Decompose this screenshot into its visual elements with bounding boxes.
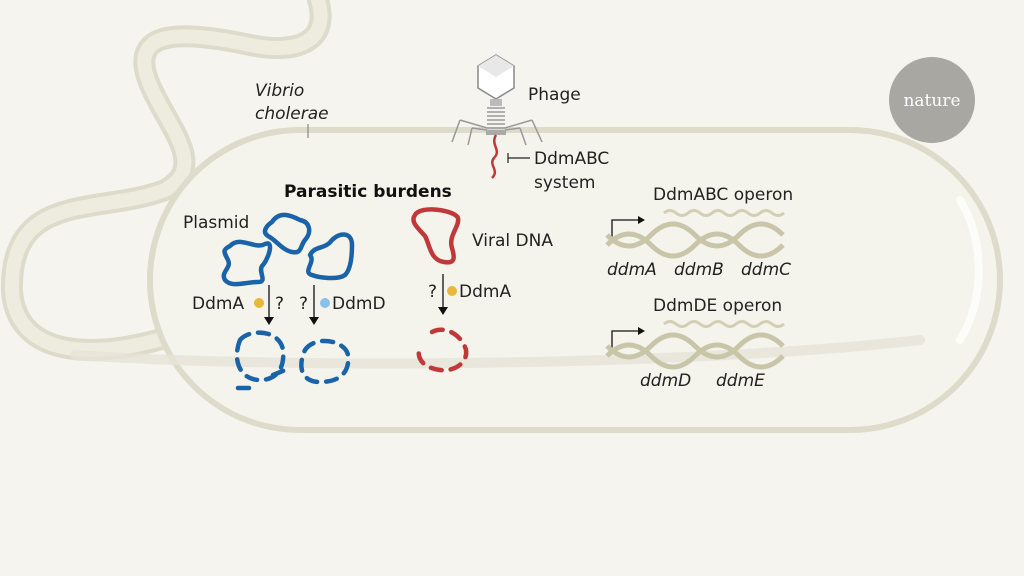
ddma-dot-icon <box>447 286 457 296</box>
plasmid-icons <box>221 212 355 287</box>
phage-label: Phage <box>528 85 581 105</box>
gene-label: ddmD <box>640 371 691 391</box>
ddma-dot-icon <box>254 298 264 308</box>
ddma-label-viral: DdmA <box>459 282 511 302</box>
phage-icon <box>451 54 543 179</box>
degraded-viral-dna-icon <box>416 327 469 373</box>
question-mark: ? <box>299 294 308 314</box>
organism-label: Vibrio <box>255 81 304 101</box>
section-title: Parasitic burdens <box>284 182 452 202</box>
plasmid-label: Plasmid <box>183 213 249 233</box>
operon-title: DdmABC operon <box>653 185 793 205</box>
gene-label: ddmC <box>741 260 791 280</box>
viral-dna-label: Viral DNA <box>472 231 553 251</box>
gene-label: ddmA <box>607 260 657 280</box>
organism-label-2: cholerae <box>255 104 329 124</box>
ddmd-dot-icon <box>320 298 330 308</box>
gene-label: ddmE <box>716 371 765 391</box>
logo-text: nature <box>903 91 960 111</box>
ddma-label: DdmA <box>192 294 244 314</box>
degraded-plasmid-icons <box>234 330 351 391</box>
ddmd-label: DdmD <box>332 294 386 314</box>
system-label: DdmABC <box>534 149 609 169</box>
viral-dna-icon <box>411 207 461 265</box>
gene-label: ddmB <box>674 260 724 280</box>
operon-title: DdmDE operon <box>653 296 782 316</box>
nature-logo: nature <box>889 57 975 143</box>
question-mark: ? <box>275 294 284 314</box>
operon-ddmde: DdmDE operon ddmD ddmE <box>605 296 785 391</box>
degradation-arrows <box>268 274 444 320</box>
question-mark: ? <box>428 282 437 302</box>
system-label-2: system <box>534 173 595 193</box>
operon-ddmabc: DdmABC operon ddmA ddmB ddmC <box>605 185 793 280</box>
